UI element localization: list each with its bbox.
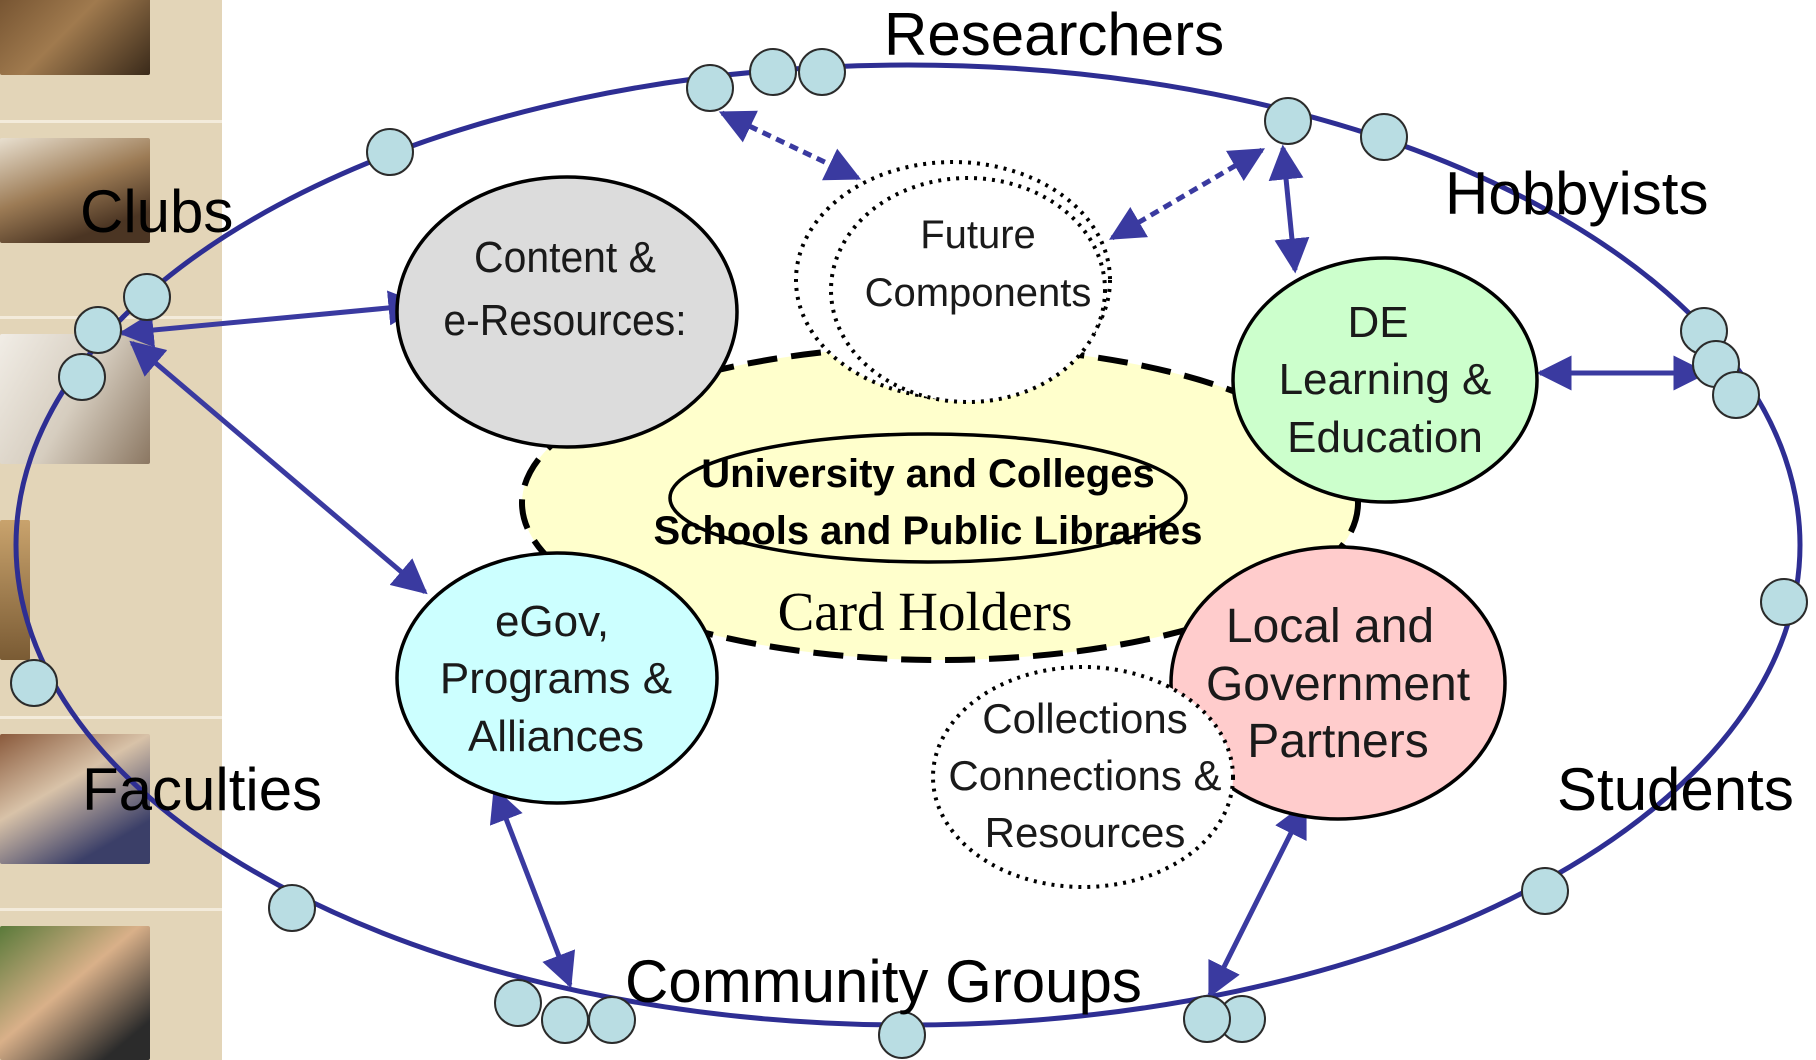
sidebar-separator	[0, 716, 222, 719]
bead	[366, 128, 414, 176]
hobbyists-label: Hobbyists	[1445, 160, 1708, 227]
clubs-label: Clubs	[80, 178, 233, 245]
bead	[588, 996, 636, 1044]
bead	[1360, 113, 1408, 161]
photo-elder	[0, 734, 150, 864]
arrow-egov-community	[489, 786, 576, 989]
bead	[10, 659, 58, 707]
de-label-1: DE	[1347, 298, 1408, 347]
photo-children	[0, 926, 150, 1060]
bead	[123, 273, 171, 321]
bead	[1760, 578, 1808, 626]
arrow-hobbyists-de	[1268, 144, 1310, 274]
collections-label-2: Connections &	[948, 752, 1221, 799]
bead	[58, 353, 106, 401]
collections-label-1: Collections	[982, 695, 1187, 742]
bead	[541, 996, 589, 1044]
local-label-2: Government	[1206, 658, 1470, 711]
ring-beads	[10, 48, 1808, 1059]
photo-reader	[0, 0, 150, 75]
collections-label-3: Resources	[985, 809, 1186, 856]
bead	[1264, 97, 1312, 145]
researchers-label: Researchers	[884, 1, 1224, 68]
arrow-clubs-content	[118, 290, 424, 348]
bead	[798, 48, 846, 96]
local-label-3: Partners	[1247, 715, 1428, 768]
sidebar-separator	[0, 908, 222, 911]
arrow-hobbyists-future	[1108, 147, 1266, 241]
bead	[749, 48, 797, 96]
arrow-local-community	[1207, 801, 1308, 999]
center-line-2: Schools and Public Libraries	[653, 509, 1202, 553]
bead	[1521, 867, 1569, 915]
arrow-clubs-egov	[129, 340, 428, 595]
sidebar-separator	[0, 120, 222, 123]
future-components-inner	[829, 176, 1107, 404]
bead	[268, 884, 316, 932]
arrows	[118, 110, 1709, 999]
future-label-2: Components	[865, 271, 1092, 315]
collections-node	[931, 665, 1235, 889]
egov-node	[395, 551, 719, 805]
card-holders-label: Card Holders	[778, 581, 1073, 642]
bead	[494, 979, 542, 1027]
bead	[686, 64, 734, 112]
faculties-label: Faculties	[82, 756, 322, 823]
egov-label-2: Programs &	[440, 654, 672, 703]
center-line-1: University and Colleges	[701, 452, 1154, 496]
arrow-researchers-future	[718, 110, 862, 181]
local-label-1: Local and	[1226, 600, 1434, 653]
de-label-2: Learning &	[1279, 355, 1492, 404]
future-label-1: Future	[920, 213, 1036, 257]
bead	[74, 306, 122, 354]
de-label-3: Education	[1287, 413, 1483, 462]
egov-label-1: eGov,	[495, 597, 609, 646]
egov-label-3: Alliances	[468, 712, 644, 761]
content-label-1: Content &	[474, 234, 656, 283]
institutions-ellipse	[668, 432, 1188, 564]
content-label-2: e-Resources:	[443, 297, 686, 346]
bead	[1183, 995, 1231, 1043]
de-node	[1231, 256, 1539, 504]
bead	[878, 1011, 926, 1059]
content-node	[395, 175, 739, 449]
local-node	[1169, 545, 1507, 821]
photo-hammock	[0, 138, 150, 243]
community-groups-label: Community Groups	[625, 948, 1142, 1015]
bead	[1712, 371, 1760, 419]
students-label: Students	[1557, 756, 1794, 823]
